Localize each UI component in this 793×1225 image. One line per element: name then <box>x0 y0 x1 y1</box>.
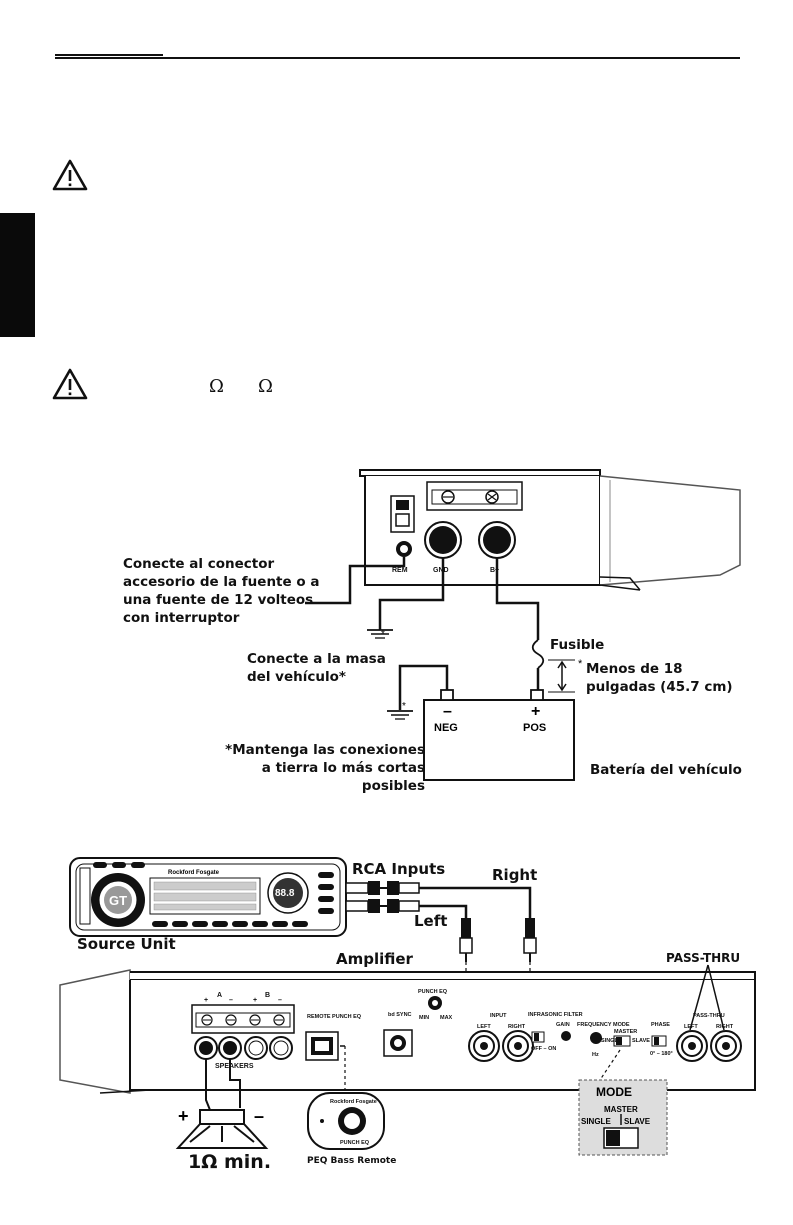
pass-thru-callout-line <box>707 964 725 1031</box>
fuse-symbol <box>531 639 545 669</box>
fuse-label: Fusible <box>550 637 605 653</box>
input-rca-jacks <box>468 1030 534 1062</box>
source-unit-label: Source Unit <box>77 935 176 953</box>
remote-wire <box>305 557 406 605</box>
rca-inputs-label: RCA Inputs <box>352 860 446 878</box>
amplifier-label: Amplifier <box>336 950 413 968</box>
mode-zoom-master: MASTER <box>604 1105 638 1114</box>
speaker-output-jacks <box>194 1036 293 1060</box>
distance-arrow <box>548 659 575 693</box>
header-rule <box>55 57 740 59</box>
speaker-b-plus: + <box>253 997 257 1004</box>
ground-symbol <box>387 710 413 720</box>
battery-label: Batería del vehículo <box>590 762 742 778</box>
peq-bass-remote <box>307 1092 385 1150</box>
amp-ground-wire <box>378 558 445 630</box>
speaker-b-minus: – <box>278 997 282 1004</box>
gain-label: GAIN <box>556 1022 570 1028</box>
speaker-plus-sign: + <box>178 1106 189 1126</box>
pass-thru-callout-line <box>689 964 709 1031</box>
pass-thru-callout-label: PASS-THRU <box>666 951 741 965</box>
side-language-tab <box>0 213 35 337</box>
remote-connection-label: Conecte al conector accesorio de la fuen… <box>123 556 320 626</box>
punch-eq-label: PUNCH EQ <box>418 989 448 995</box>
input-left-label: LEFT <box>477 1024 491 1030</box>
punch-eq-max: MAX <box>440 1015 453 1021</box>
frequency-unit: Hz <box>592 1052 599 1058</box>
right-channel-label: Right <box>492 866 538 884</box>
pass-thru-rca-jacks <box>676 1030 742 1062</box>
speaker-icon <box>175 1109 269 1149</box>
mode-zoom-single: SINGLE <box>581 1117 611 1126</box>
peq-bass-remote-label: PEQ Bass Remote <box>307 1156 397 1166</box>
warning-icon <box>52 368 88 400</box>
terminal-bplus-label: B+ <box>490 567 499 574</box>
ohm-symbol: Ω <box>258 376 273 397</box>
ohm-symbol: Ω <box>209 376 224 397</box>
bd-sync-label: bd SYNC <box>388 1012 412 1018</box>
head-unit-brand: Rockford Fosgate <box>168 870 220 876</box>
input-label: INPUT <box>490 1013 507 1019</box>
ground-connection-label: Conecte a la masa del vehículo* <box>247 651 386 685</box>
mode-zoom-slave: SLAVE <box>624 1117 651 1126</box>
frequency-knob <box>590 1032 602 1044</box>
mode-zoom-title: MODE <box>596 1085 632 1099</box>
rca-cable-left <box>345 899 473 1030</box>
source-unit-head-unit: GT Rockford Fosgate 88.8 <box>69 857 347 937</box>
peq-remote-brand: Rockford Fosgate <box>330 1099 377 1105</box>
pass-thru-right-label: RIGHT <box>716 1024 734 1030</box>
header-rule-bold <box>55 54 163 56</box>
speaker-a-minus: – <box>229 997 233 1004</box>
mode-master-label: MASTER <box>614 1029 637 1035</box>
mode-slave-label: SLAVE <box>632 1038 650 1044</box>
ground-asterisk: * <box>381 629 385 640</box>
warning-icon <box>52 159 88 191</box>
pass-thru-panel-label: PASS-THRU <box>693 1013 725 1019</box>
speaker-wire-minus <box>229 1059 241 1108</box>
remote-punch-eq-label: REMOTE PUNCH EQ <box>307 1014 362 1020</box>
mode-single-label: SINGLE <box>601 1038 622 1044</box>
min-impedance-label: 1Ω min. <box>188 1151 272 1173</box>
mode-zoom-inset <box>578 1049 668 1156</box>
speaker-a-plus: + <box>204 997 208 1004</box>
battery-pos-sign: + <box>531 703 540 720</box>
battery-ground-wire <box>398 664 449 710</box>
infrasonic-off-on: OFF – ON <box>531 1046 556 1052</box>
battery-pos-label: POS <box>523 722 546 734</box>
speaker-a-label: A <box>217 992 222 999</box>
peq-remote-label: PUNCH EQ <box>340 1140 370 1146</box>
phase-label: PHASE <box>651 1022 670 1028</box>
speaker-terminal-block <box>191 1004 295 1034</box>
gain-knob <box>561 1031 571 1041</box>
head-unit-logo: GT <box>109 893 127 908</box>
terminal-gnd-label: GND <box>433 567 449 574</box>
head-unit-display: 88.8 <box>275 888 295 899</box>
infrasonic-filter-label: INFRASONIC FILTER <box>528 1012 583 1018</box>
battery-neg-sign: – <box>443 703 452 720</box>
battery-neg-label: NEG <box>434 722 458 734</box>
rca-cable-right <box>345 881 537 1030</box>
terminal-rem-label: REM <box>392 567 408 574</box>
mode-label: MODE <box>613 1022 630 1028</box>
bplus-wire <box>495 558 540 640</box>
left-channel-label: Left <box>414 912 448 930</box>
input-right-label: RIGHT <box>508 1024 526 1030</box>
frequency-label: FREQUENCY <box>577 1022 612 1028</box>
ground-note: *Mantenga las conexiones a tierra lo más… <box>225 742 425 794</box>
amplifier-end-view <box>359 469 741 591</box>
speakers-label: SPEAKERS <box>215 1063 254 1070</box>
fuse-distance-label: Menos de 18 pulgadas (45.7 cm) <box>586 661 733 695</box>
phase-values: 0° – 180° <box>650 1051 673 1057</box>
speaker-minus-sign: – <box>254 1106 264 1126</box>
speaker-b-label: B <box>265 992 270 999</box>
signal-wiring-diagram: GT Rockford Fosgate 88.8 <box>59 857 756 1156</box>
fuse-distance-asterisk: * <box>578 658 583 670</box>
power-wiring-diagram: REM GND B+ * – + NEG POS * * <box>305 469 741 781</box>
punch-eq-min: MIN <box>419 1015 429 1021</box>
speaker-wire-plus <box>205 1059 211 1111</box>
vehicle-battery <box>423 689 575 781</box>
ground-symbol <box>367 629 393 639</box>
ground-asterisk: * <box>402 701 406 712</box>
